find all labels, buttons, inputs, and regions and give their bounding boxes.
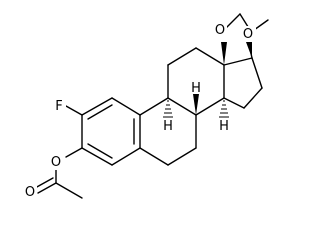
bond-c15-c14 (223, 97, 245, 109)
bond-c17-c16 (251, 57, 263, 89)
atom-oxygen-3-ester: O (51, 155, 61, 170)
bond-c7-c6 (167, 147, 197, 166)
bond-c6-c5 (139, 147, 169, 166)
bond-c3-o (65, 147, 83, 158)
wedge-c8-hydrogen (193, 94, 199, 115)
bond-c2-f (65, 105, 83, 116)
bond-lines (34, 19, 269, 199)
bond-c10-c1 (111, 97, 141, 116)
bond-acyl-c-o-double-1 (37, 182, 57, 194)
bond-c16-c15 (243, 87, 263, 109)
atom-oxygen-17-ester: O (243, 27, 253, 42)
bond-c12-c13 (195, 47, 225, 66)
stereo-bonds (163, 40, 252, 118)
bond-o-acyl-c-17 (253, 19, 269, 31)
bond-c11-c12 (167, 47, 197, 66)
hash-c9-hydrogen (163, 100, 173, 118)
atom-oxygen-17-carbonyl: O (215, 23, 225, 38)
atom-labels: F O O O O H H H (23, 22, 256, 200)
bond-c1-c2 (81, 97, 113, 116)
bond-acyl-c-methyl (55, 182, 83, 199)
bond-c17-acyl-methyl (225, 13, 241, 29)
bond-acyl-c-o-double-2 (34, 177, 54, 189)
bond-c1-c2-inner (87, 104, 113, 120)
atom-fluorine: F (55, 99, 62, 114)
atom-hydrogen-8: H (191, 81, 201, 96)
wedge-c17-oxygen (246, 40, 252, 58)
bond-c4-c5 (111, 147, 141, 166)
bond-c9-c8 (167, 97, 197, 116)
bond-c10-c9 (139, 97, 169, 116)
bond-c13-c17 (223, 57, 253, 66)
molecule-structure: F O O O O H H H (23, 13, 269, 200)
hash-c14-hydrogen (219, 100, 229, 118)
atom-oxygen-3-carbonyl: O (25, 185, 35, 200)
atom-hydrogen-14: H (219, 119, 229, 134)
wedge-c13-methyl (221, 42, 227, 65)
bond-c3-c4-inner (87, 143, 113, 159)
bond-c14-c8 (195, 97, 225, 116)
bond-c3-c4 (81, 147, 113, 166)
atom-hydrogen-9: H (163, 119, 173, 134)
